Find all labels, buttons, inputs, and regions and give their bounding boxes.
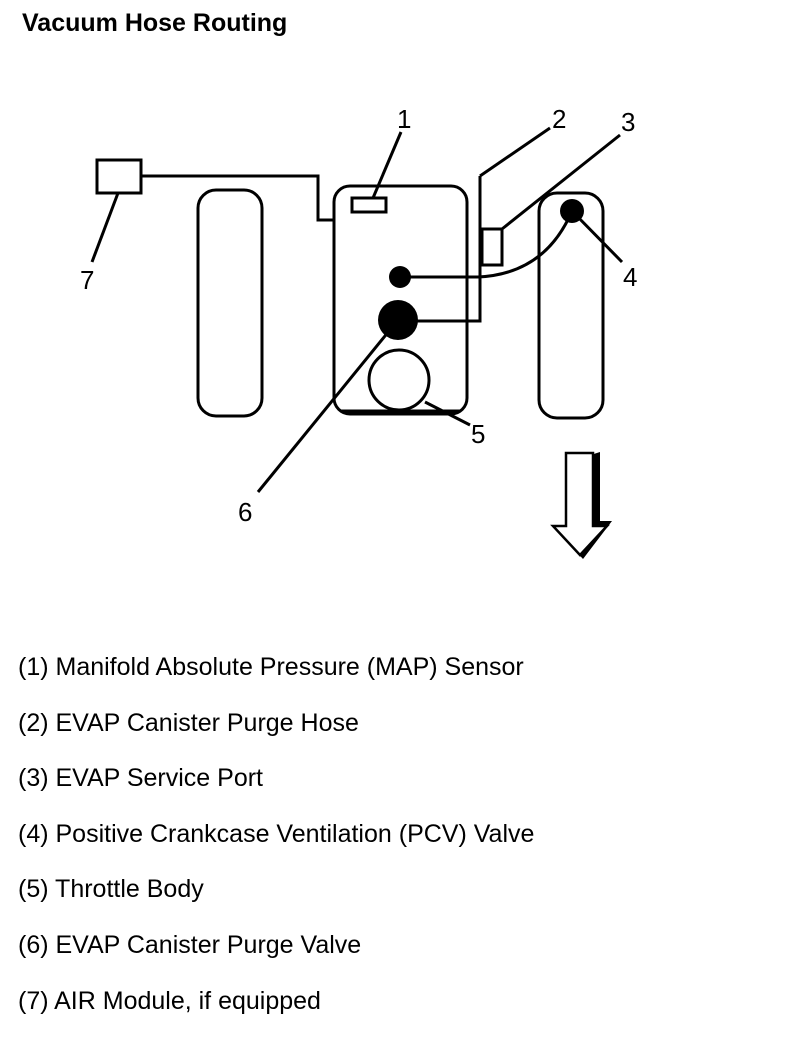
leader-line-5 (424, 400, 471, 427)
callout-3: 3 (621, 107, 635, 137)
pcv-hose (400, 210, 574, 279)
throttle-body (367, 348, 431, 412)
callout-2: 2 (552, 104, 566, 134)
leader-line-3 (501, 133, 621, 231)
air-module (95, 158, 143, 195)
air-module-hose (141, 174, 334, 222)
leader-line-2 (479, 126, 551, 178)
callout-6: 6 (238, 497, 252, 527)
legend-item: (2) EVAP Canister Purge Hose (18, 708, 359, 737)
legend-item: (7) AIR Module, if equipped (18, 986, 321, 1015)
leader-line-7 (90, 192, 120, 263)
legend-list: (1) Manifold Absolute Pressure (MAP) Sen… (18, 650, 534, 1039)
left-valve-cover (196, 188, 264, 418)
right-valve-cover (537, 191, 605, 420)
intake-manifold (332, 184, 469, 416)
legend-item: (6) EVAP Canister Purge Valve (18, 930, 362, 959)
legend-item: (4) Positive Crankcase Ventilation (PCV)… (18, 819, 535, 848)
leader-line-6 (256, 319, 400, 493)
pcv-valve (560, 199, 584, 223)
callout-1: 1 (397, 104, 411, 134)
legend-item: (3) EVAP Service Port (18, 764, 263, 793)
legend-item: (1) Manifold Absolute Pressure (MAP) Sen… (18, 653, 524, 681)
page-title: Vacuum Hose Routing (22, 9, 288, 37)
legend-item: (5) Throttle Body (18, 875, 204, 904)
evap-service-port (480, 227, 504, 267)
callout-5: 5 (471, 419, 485, 449)
leader-line-1 (371, 131, 403, 199)
vacuum-hose-diagram: 1 2 3 4 5 6 7 (80, 104, 637, 559)
map-sensor (350, 196, 388, 214)
evap-purge-hose (400, 176, 482, 323)
evap-canister-purge-valve (378, 300, 418, 340)
pcv-hose-port (389, 266, 411, 288)
callout-4: 4 (623, 262, 637, 292)
front-direction-arrow-icon (550, 451, 612, 559)
callout-7: 7 (80, 265, 94, 295)
